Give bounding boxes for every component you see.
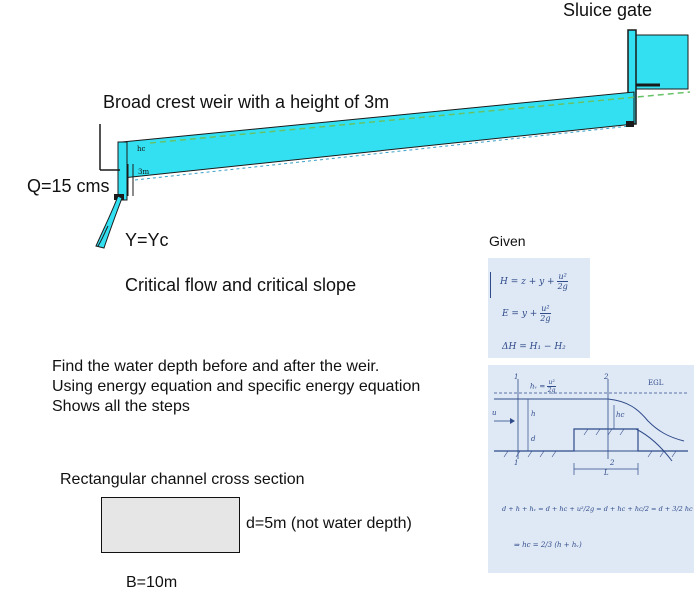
sluice-gate-label: Sluice gate [563, 0, 653, 20]
sketch-energy-equation: d + h + hᵥ = d + hc + u²/2g = d + hc + h… [502, 505, 693, 513]
sketch-hv-numerator: u² [547, 379, 556, 387]
critical-flow-label: Critical flow and critical slope [125, 275, 357, 295]
sketch-sec2-label: 2 [604, 373, 609, 381]
sketch-lower-nappe [635, 428, 673, 462]
energy-grade-line [149, 91, 691, 144]
task-line-2: Using energy equation and specific energ… [52, 378, 421, 395]
sluice-bottom-marker [626, 121, 634, 127]
sketch-l-label: L [604, 469, 609, 477]
weir-profile-diagram [95, 29, 691, 249]
equation-bracket [490, 272, 491, 298]
sketch-hatching [503, 428, 677, 458]
flow-label: Q=15 cms [27, 176, 110, 196]
weir-block [117, 141, 128, 201]
task-line-3: Shows all the steps [52, 398, 190, 415]
eq1-numerator: u² [557, 272, 568, 282]
weir-title: Broad crest weir with a height of 3m [103, 92, 390, 112]
sketch-bottom2-label: 2 [610, 459, 615, 467]
critical-depth-label: Y=Yc [125, 230, 169, 250]
eq2-lhs: E = y + [502, 309, 538, 319]
falling-jet [95, 195, 123, 249]
task-line-1: Find the water depth before and after th… [52, 358, 380, 375]
cross-section-width-label: B=10m [126, 574, 178, 591]
sketch-water-surface [494, 398, 685, 442]
sketch-d-label: d [531, 435, 536, 443]
cross-section-rectangle [101, 497, 240, 553]
eq1-denominator: 2g [557, 282, 568, 291]
given-title: Given [489, 233, 526, 249]
eq2-numerator: u² [540, 304, 551, 314]
sketch-hv-denominator: 2g [547, 387, 556, 394]
sketch-bottom1-label: 1 [514, 459, 519, 467]
sketch-hc-result: ⇒ hc = 2/3 (h + hᵥ) [514, 541, 582, 549]
cross-section-depth-label: d=5m (not water depth) [246, 515, 412, 532]
eq1-lhs: H = z + y + [500, 277, 555, 287]
sketch-sec1-label: 1 [514, 373, 519, 381]
sluice-gate-pool [633, 34, 689, 90]
yc-arrow [97, 225, 109, 247]
sketch-flow-arrowhead [510, 418, 515, 424]
equation-head-loss: ΔH = H₁ − H₂ [502, 342, 566, 352]
hc-small-label: hc [137, 145, 146, 153]
eq2-denominator: 2g [540, 314, 551, 323]
weir-sketch [494, 379, 688, 475]
sketch-hv-lhs: hᵥ = [530, 382, 546, 391]
sketch-hc-label: hc [616, 411, 625, 419]
sketch-egl-label: EGL [648, 379, 664, 387]
sketch-weir-block [494, 428, 688, 452]
cross-section-title: Rectangular channel cross section [60, 471, 305, 488]
sketch-h-label: h [531, 410, 536, 418]
weir-height-small-label: 3m [138, 168, 150, 176]
sketch-u-label: u [492, 409, 497, 417]
channel-bottom-dashed [134, 125, 631, 181]
